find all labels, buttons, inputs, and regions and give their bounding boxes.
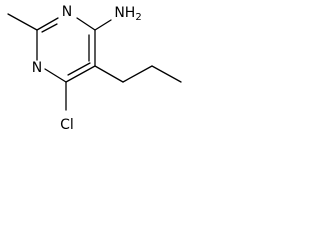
bond-n1-c2-inner (41, 23, 58, 33)
atom-label-n1: N (62, 4, 72, 20)
atom-label-n2: N (32, 60, 42, 76)
bond-c2-methyl (7, 13, 38, 31)
bond-propyl-3 (151, 65, 182, 83)
atom-label-chloro: Cl (60, 117, 74, 133)
molecule-svg: N N NH2 Cl (7, 4, 182, 133)
bond-c6-c5 (65, 65, 96, 83)
bond-c4-amino (94, 19, 112, 31)
structure-diagram: N N NH2 Cl (0, 0, 214, 137)
bond-n1-c4 (76, 17, 96, 31)
atom-label-amino-subscript: 2 (135, 12, 141, 23)
bond-propyl-2 (122, 65, 153, 83)
atom-label-amino-text: NH (114, 5, 135, 21)
bond-c5-propyl-1 (94, 65, 124, 83)
bond-n2-c6 (44, 68, 67, 83)
bond-n1-c2 (36, 17, 59, 31)
bond-c6-c5-inner (67, 62, 91, 76)
atom-label-amino: NH2 (114, 5, 141, 23)
